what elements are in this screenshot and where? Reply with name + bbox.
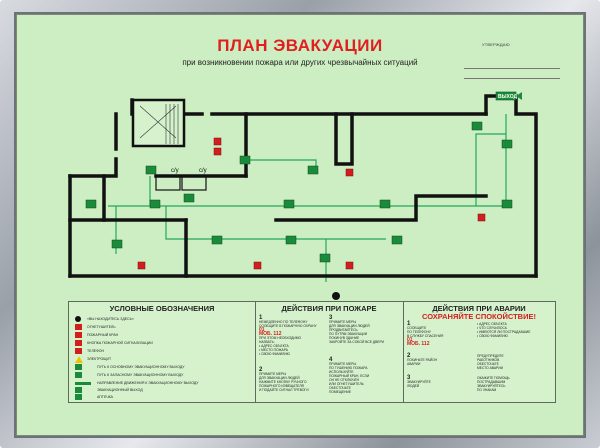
- route-branch-b: [244, 159, 317, 172]
- fire-hydrant-icon: [75, 332, 82, 338]
- direction-sign-13: [391, 235, 403, 245]
- exit-sign: [495, 91, 522, 101]
- fire-hydrant-sign-1: [213, 147, 222, 156]
- route-branch-d: [165, 206, 386, 240]
- emergency-step-2: 2 ПОКИНЬТЕ РАЙОН АВАРИИ: [407, 353, 438, 366]
- direction-sign-15: [501, 139, 513, 149]
- emergency-step-2-details: ПРЕДУПРЕДИТЕ РАБОТНИКОВ ОБЕСТОЧЬТЕ МЕСТО…: [477, 354, 504, 370]
- wall-right: [484, 94, 538, 278]
- info-panel: УСЛОВНЫЕ ОБОЗНАЧЕНИЯ «ВЫ НАХОДИТЕСЬ ЗДЕС…: [68, 301, 556, 403]
- direction-sign-3: [183, 193, 195, 203]
- approval-signature-line: [464, 68, 560, 69]
- direction-sign-12: [285, 235, 297, 245]
- extinguisher-sign-2: [345, 168, 354, 177]
- emergency-calm-title: СОХРАНЯЙТЕ СПОКОЙСТВИЕ!: [422, 312, 536, 321]
- wall-left-upper: [68, 157, 118, 178]
- fire-hydrant-sign-2: [253, 261, 262, 270]
- first-aid-icon: [75, 394, 82, 400]
- emergency-actions-column: ДЕЙСТВИЯ ПРИ АВАРИИ СОХРАНЯЙТЕ СПОКОЙСТВ…: [403, 302, 555, 402]
- wall-corridor-bottom-right: [274, 194, 488, 222]
- restroom-label-2: c/y: [199, 168, 207, 174]
- route-branch-f: [475, 133, 506, 206]
- direction-sign-8: [379, 199, 391, 209]
- emergency-actions-title: ДЕЙСТВИЯ ПРИ АВАРИИ: [432, 304, 526, 313]
- direction-sign-9: [501, 199, 513, 209]
- emergency-step-1: 1 СООБЩИТЕ ПО ТЕЛЕФОНУ В СЛУЖБУ СПАСЕНИЯ…: [407, 321, 444, 347]
- legend-title: УСЛОВНЫЕ ОБОЗНАЧЕНИЯ: [109, 304, 215, 313]
- direction-sign-7: [283, 199, 295, 209]
- exit-icon: [75, 387, 82, 393]
- direction-sign-14: [319, 253, 331, 263]
- extinguisher-sign-3: [137, 261, 146, 270]
- plan-subtitle: при возникновении пожара или других чрез…: [182, 58, 418, 67]
- spare-route-icon: [75, 372, 82, 378]
- you-are-here-marker: [332, 292, 340, 300]
- fire-step-2: 2 ПРИМИТЕ МЕРЫ ДЛЯ ЭВАКУАЦИИ ЛЮДЕЙ НАЖМИ…: [259, 367, 309, 392]
- direction-sign-5: [239, 155, 251, 165]
- fire-actions-column: ДЕЙСТВИЯ ПРИ ПОЖАРЕ 1 НЕМЕДЛЕННО ПО ТЕЛЕ…: [255, 302, 404, 402]
- direction-sign-10: [111, 239, 123, 249]
- floor-plan: ВЫХОД: [68, 91, 538, 300]
- extinguisher-sign-1: [213, 137, 222, 146]
- direction-sign-16: [471, 121, 483, 131]
- approval-date-line: [464, 78, 560, 79]
- extinguisher-sign-4: [477, 213, 486, 222]
- restroom-2: [181, 175, 207, 191]
- fire-step-1: 1 НЕМЕДЛЕННО ПО ТЕЛЕФОНУ СООБЩИТЕ В ПОЖА…: [259, 315, 317, 356]
- main-route-line: [108, 114, 507, 207]
- fire-step-4: 4 ПРИМИТЕ МЕРЫ ПО ТУШЕНИЮ ПОЖАРА ИСПОЛЬЗ…: [329, 357, 370, 394]
- alarm-button-sign: [345, 261, 354, 270]
- direction-sign-2: [149, 199, 161, 209]
- direction-sign-1: [85, 199, 97, 209]
- emergency-step-1-details: • АДРЕС ОБЪЕКТА • ЧТО СЛУЧИЛОСЬ • ИМЕЮТС…: [477, 322, 531, 338]
- restroom-label-1: c/y: [171, 168, 179, 174]
- approval-stamp-label: УТВЕРЖДАЮ: [482, 42, 510, 47]
- phone-icon: [75, 348, 82, 354]
- direction-sign-11: [211, 235, 223, 245]
- evacuation-routes: [108, 114, 507, 282]
- plan-title: ПЛАН ЭВАКУАЦИИ: [217, 36, 383, 55]
- electric-icon: [75, 356, 83, 363]
- wall-niche: [334, 112, 354, 166]
- fire-equipment-signs: [137, 137, 486, 270]
- direction-sign-6: [307, 165, 319, 175]
- fire-step-3: 3 ПРИМИТЕ МЕРЫ ДЛЯ ЭВАКУАЦИИ ЛЮДЕЙ ПРОДВ…: [329, 315, 385, 344]
- emergency-step-3: 3 ЭВАКУИРУЙТЕ ЛЮДЕЙ: [407, 375, 431, 388]
- emergency-step-3-details: ОКАЖИТЕ ПОМОЩЬ ПОСТРАДАВШИМ ЭВАКУИРУЙТЕС…: [477, 376, 510, 392]
- fire-actions-title: ДЕЙСТВИЯ ПРИ ПОЖАРЕ: [281, 304, 377, 313]
- direction-signs: [85, 121, 513, 263]
- direction-sign-4: [145, 165, 157, 175]
- you-are-here-icon: [75, 316, 81, 322]
- restroom-1: [155, 175, 181, 191]
- staircase: [131, 98, 186, 148]
- direction-icon: [75, 382, 91, 385]
- extinguisher-icon: [75, 324, 82, 330]
- evacuation-plan-board: ПЛАН ЭВАКУАЦИИ при возникновении пожара …: [16, 14, 584, 436]
- exit-sign-label: ВЫХОД: [498, 94, 518, 100]
- alarm-button-icon: [75, 340, 82, 346]
- legend-column: УСЛОВНЫЕ ОБОЗНАЧЕНИЯ «ВЫ НАХОДИТЕСЬ ЗДЕС…: [69, 302, 256, 402]
- main-route-icon: [75, 364, 82, 370]
